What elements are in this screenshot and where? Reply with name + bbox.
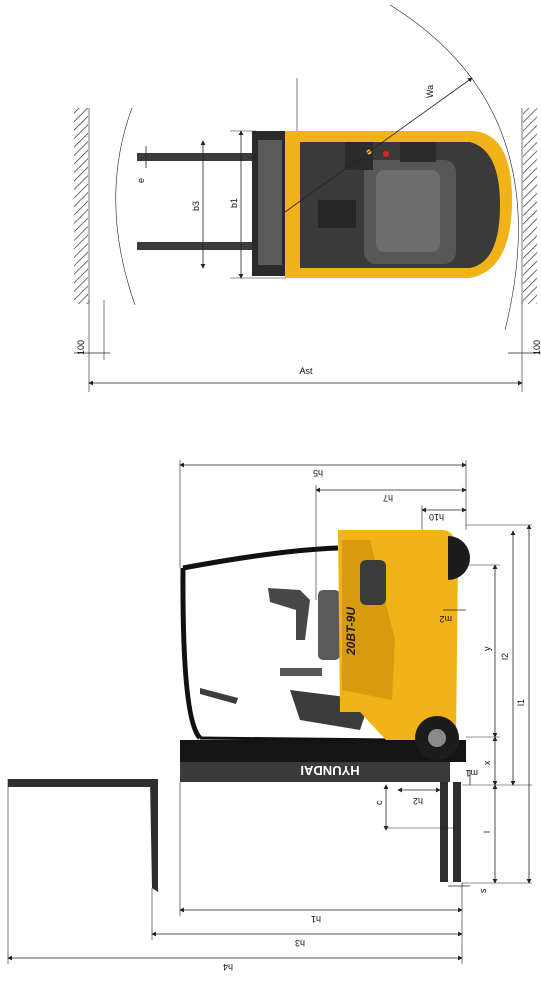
- wa-dimension-line: [284, 77, 473, 213]
- x-label: x: [482, 760, 492, 765]
- drive-wheel-hub: [428, 729, 446, 747]
- y-label: y: [482, 646, 492, 651]
- c-label: c: [374, 800, 384, 805]
- side-control-lever: [280, 668, 322, 676]
- e-label: e: [136, 178, 146, 183]
- h4-label: h4: [223, 962, 233, 972]
- h5-label: h5: [313, 468, 323, 478]
- top-seat-cushion: [376, 170, 440, 252]
- side-vent-grille: [360, 560, 386, 605]
- model-badge: 20BT-9U: [344, 607, 358, 656]
- side-view: HYUNDAI 20BT-9U h5 h7 h10: [7, 460, 532, 972]
- hyundai-logo: HYUNDAI: [300, 763, 359, 778]
- overhead-guard-top: [182, 545, 339, 571]
- emergency-stop-icon: [383, 151, 389, 157]
- inner-turning-arc: [115, 107, 136, 306]
- l2-label: l2: [500, 653, 510, 660]
- h1-label: h1: [311, 914, 321, 924]
- ast-label: Ast: [299, 366, 313, 376]
- h7-label: h7: [383, 493, 393, 503]
- clearance-left-label: 100: [76, 340, 86, 355]
- rear-counter-wheel: [448, 536, 470, 580]
- wa-label: Wa: [425, 85, 435, 98]
- mast-inner-rail: [180, 762, 450, 782]
- l-label: l: [482, 831, 492, 833]
- top-steering-unit: [318, 200, 356, 228]
- side-fork-lower: [453, 782, 461, 882]
- top-dashboard: [400, 142, 436, 162]
- l1-label: l1: [516, 699, 526, 706]
- top-mast: [258, 140, 282, 265]
- m2-label: m2: [439, 614, 452, 624]
- outer-turning-arc: [389, 4, 519, 331]
- mast-outer-rail: [180, 740, 466, 762]
- side-seat-cushion: [318, 590, 340, 660]
- h2-label: h2: [413, 796, 423, 806]
- top-fork-upper: [137, 153, 259, 161]
- side-joystick: [200, 688, 238, 704]
- top-view: Wa e b3 b1 100 100 Ast: [74, 4, 541, 392]
- right-wall-hatch: [523, 108, 537, 304]
- side-seat-back: [268, 588, 310, 640]
- overhead-guard-base: [199, 736, 395, 742]
- b3-label: b3: [191, 201, 201, 211]
- side-body-shadow: [342, 540, 395, 700]
- left-wall-hatch: [74, 108, 88, 304]
- extended-fork-tine: [8, 779, 154, 787]
- h10-label: h10: [429, 512, 444, 522]
- m1-label: m1: [465, 768, 478, 778]
- side-fork-upper: [440, 782, 448, 882]
- top-fork-lower: [137, 242, 259, 250]
- h3-label: h3: [295, 938, 305, 948]
- b1-label: b1: [229, 198, 239, 208]
- extended-fork-shank: [150, 779, 158, 892]
- s-label: s: [478, 888, 488, 893]
- overhead-guard-front: [180, 567, 202, 740]
- clearance-right-label: 100: [532, 340, 541, 355]
